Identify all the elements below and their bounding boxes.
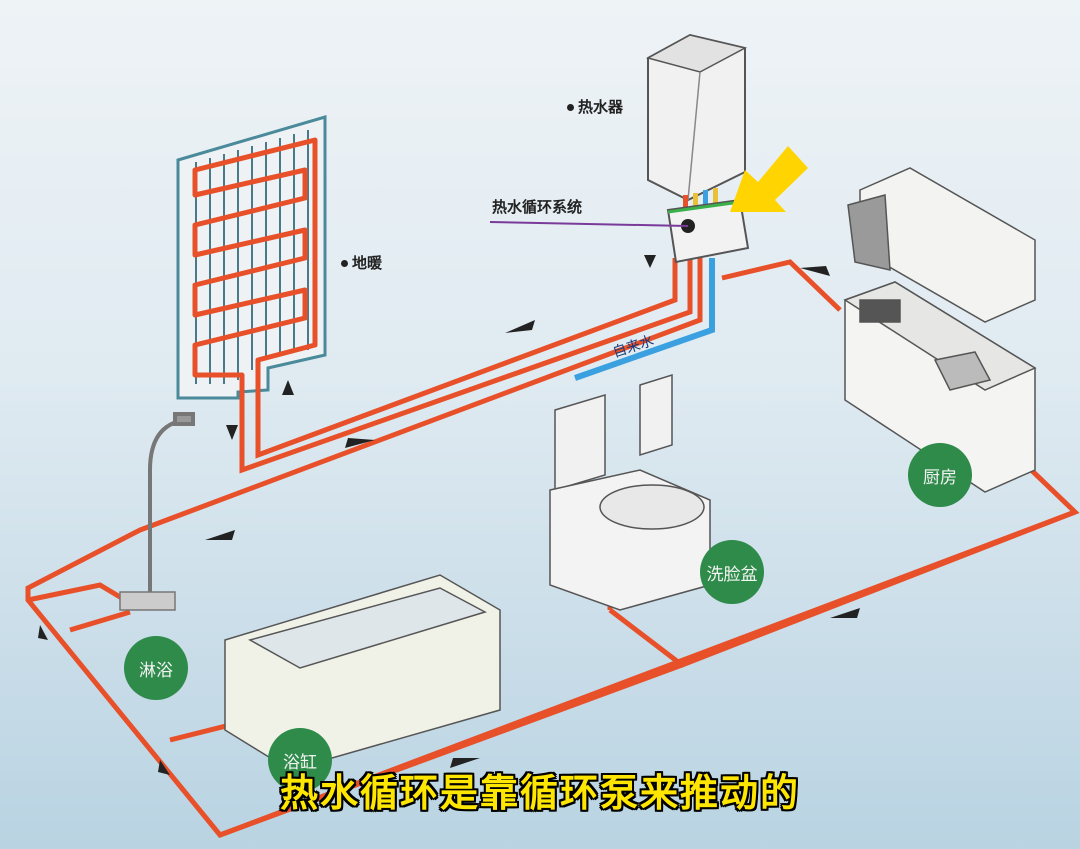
bullet-dot (567, 104, 574, 111)
badge-washbasin: 洗脸盆 (700, 540, 764, 604)
badge-kitchen: 厨房 (908, 443, 972, 507)
washbasin-cabinet (549, 373, 711, 611)
hot-water-pipes (25, 258, 1080, 838)
bullet-dot (341, 260, 348, 267)
callout-line (489, 221, 689, 227)
shower-fixture (119, 412, 195, 611)
badge-shower: 淋浴 (124, 636, 188, 700)
pointer-arrow (730, 146, 808, 212)
subtitle-caption: 热水循环是靠循环泵来推动的 (279, 771, 800, 815)
label-floor-heating: 地暖 (341, 252, 382, 273)
flow-arrows (38, 255, 860, 775)
circulation-pump-box (666, 198, 750, 264)
badge-bathtub: 浴缸 (268, 728, 332, 792)
floor-heating-panel (176, 114, 327, 400)
label-circulation-system: 热水循环系统 (492, 198, 583, 216)
kitchen-cabinet (843, 167, 1037, 493)
bathtub (224, 574, 501, 771)
water-heater (646, 33, 748, 213)
label-water-heater: 热水器 (567, 96, 623, 117)
cold-water-pipe (574, 258, 715, 381)
